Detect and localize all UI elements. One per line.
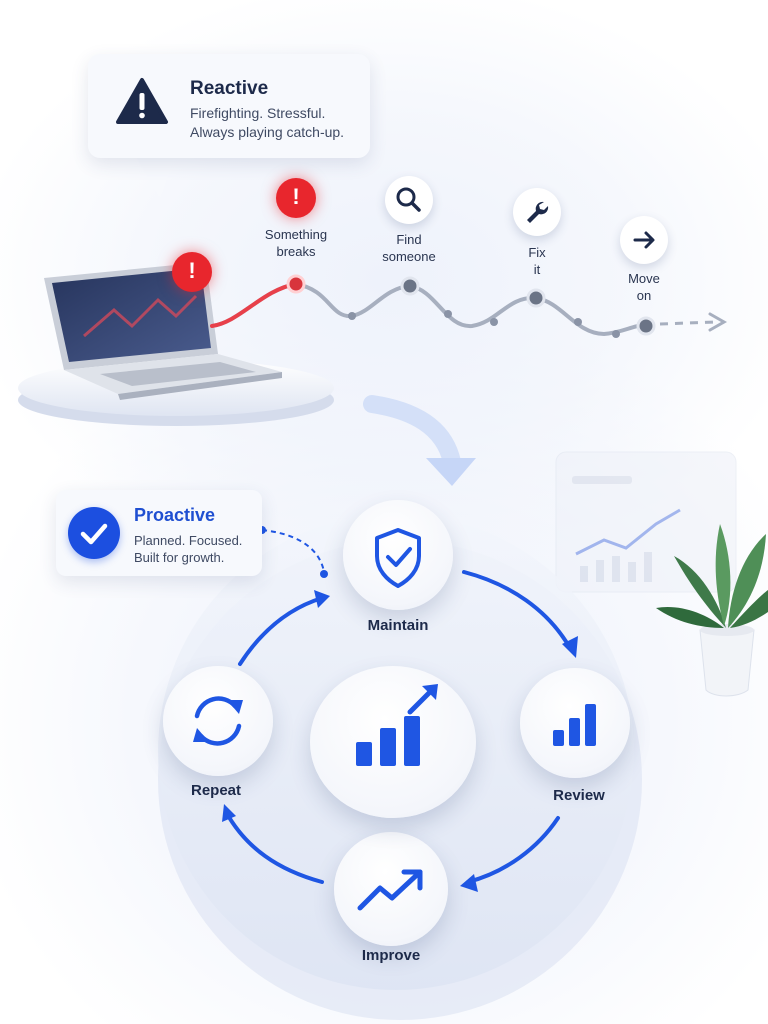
cycle-arrows	[224, 570, 572, 884]
callout-tail	[132, 150, 176, 198]
node-label-maintain: Maintain	[367, 617, 429, 634]
node-repeat	[163, 666, 273, 776]
proactive-description: Planned. Focused. Built for growth.	[134, 532, 258, 566]
node-label-review: Review	[553, 787, 605, 804]
node-improve	[334, 832, 448, 946]
proactive-callout: Proactive Planned. Focused. Built for gr…	[56, 490, 262, 576]
transition-arrow-icon	[363, 395, 476, 486]
arrow-right-icon	[620, 216, 668, 264]
growth-chart-icon	[356, 684, 438, 766]
proactive-description-line1: Planned. Focused.	[134, 533, 243, 548]
step-label-find-someone: Find someone	[364, 231, 454, 265]
cycle-arrowheads	[222, 590, 578, 892]
step-line: on	[636, 288, 652, 303]
shield-check-icon	[375, 528, 421, 588]
step-line: breaks	[276, 244, 316, 259]
reactive-title: Reactive	[190, 78, 269, 99]
laptop-alert-icon: !	[172, 252, 212, 292]
step-line: Something	[264, 227, 328, 242]
dashboard-panel	[555, 451, 737, 593]
step-line: Find	[396, 232, 422, 247]
arrow-repeat-to-maintain	[238, 596, 324, 666]
step-line: someone	[382, 249, 436, 264]
step-line: Fix	[528, 245, 546, 260]
trend-up-icon	[357, 869, 423, 911]
alert-icon: !	[276, 178, 316, 218]
reactive-description-line2: Always playing catch-up.	[190, 124, 345, 140]
node-label-repeat: Repeat	[190, 782, 242, 799]
plant-icon	[656, 524, 768, 697]
arrow-improve-to-repeat	[224, 810, 324, 884]
node-review	[520, 668, 630, 778]
proactive-description-line2: Built for growth.	[134, 550, 225, 565]
laptop-icon	[44, 262, 282, 400]
step-line: Move	[628, 271, 660, 286]
center-growth-node	[310, 666, 476, 818]
step-line: it	[533, 262, 541, 277]
reactive-timeline	[210, 274, 728, 338]
reactive-description: Firefighting. Stressful. Always playing …	[190, 104, 370, 142]
bar-chart-icon	[553, 704, 596, 746]
refresh-icon	[193, 696, 243, 746]
wrench-icon	[513, 188, 561, 236]
arrow-maintain-to-review	[462, 570, 572, 650]
check-icon	[68, 507, 120, 559]
proactive-title: Proactive	[134, 505, 216, 525]
node-maintain	[343, 500, 453, 610]
search-icon	[385, 176, 433, 224]
step-label-something-breaks: Something breaks	[248, 226, 344, 260]
arrow-review-to-improve	[466, 816, 560, 884]
reactive-description-line1: Firefighting. Stressful.	[190, 105, 326, 121]
step-label-fix-it: Fix it	[512, 244, 562, 278]
step-label-move-on: Move on	[614, 270, 674, 304]
node-label-improve: Improve	[361, 947, 421, 964]
